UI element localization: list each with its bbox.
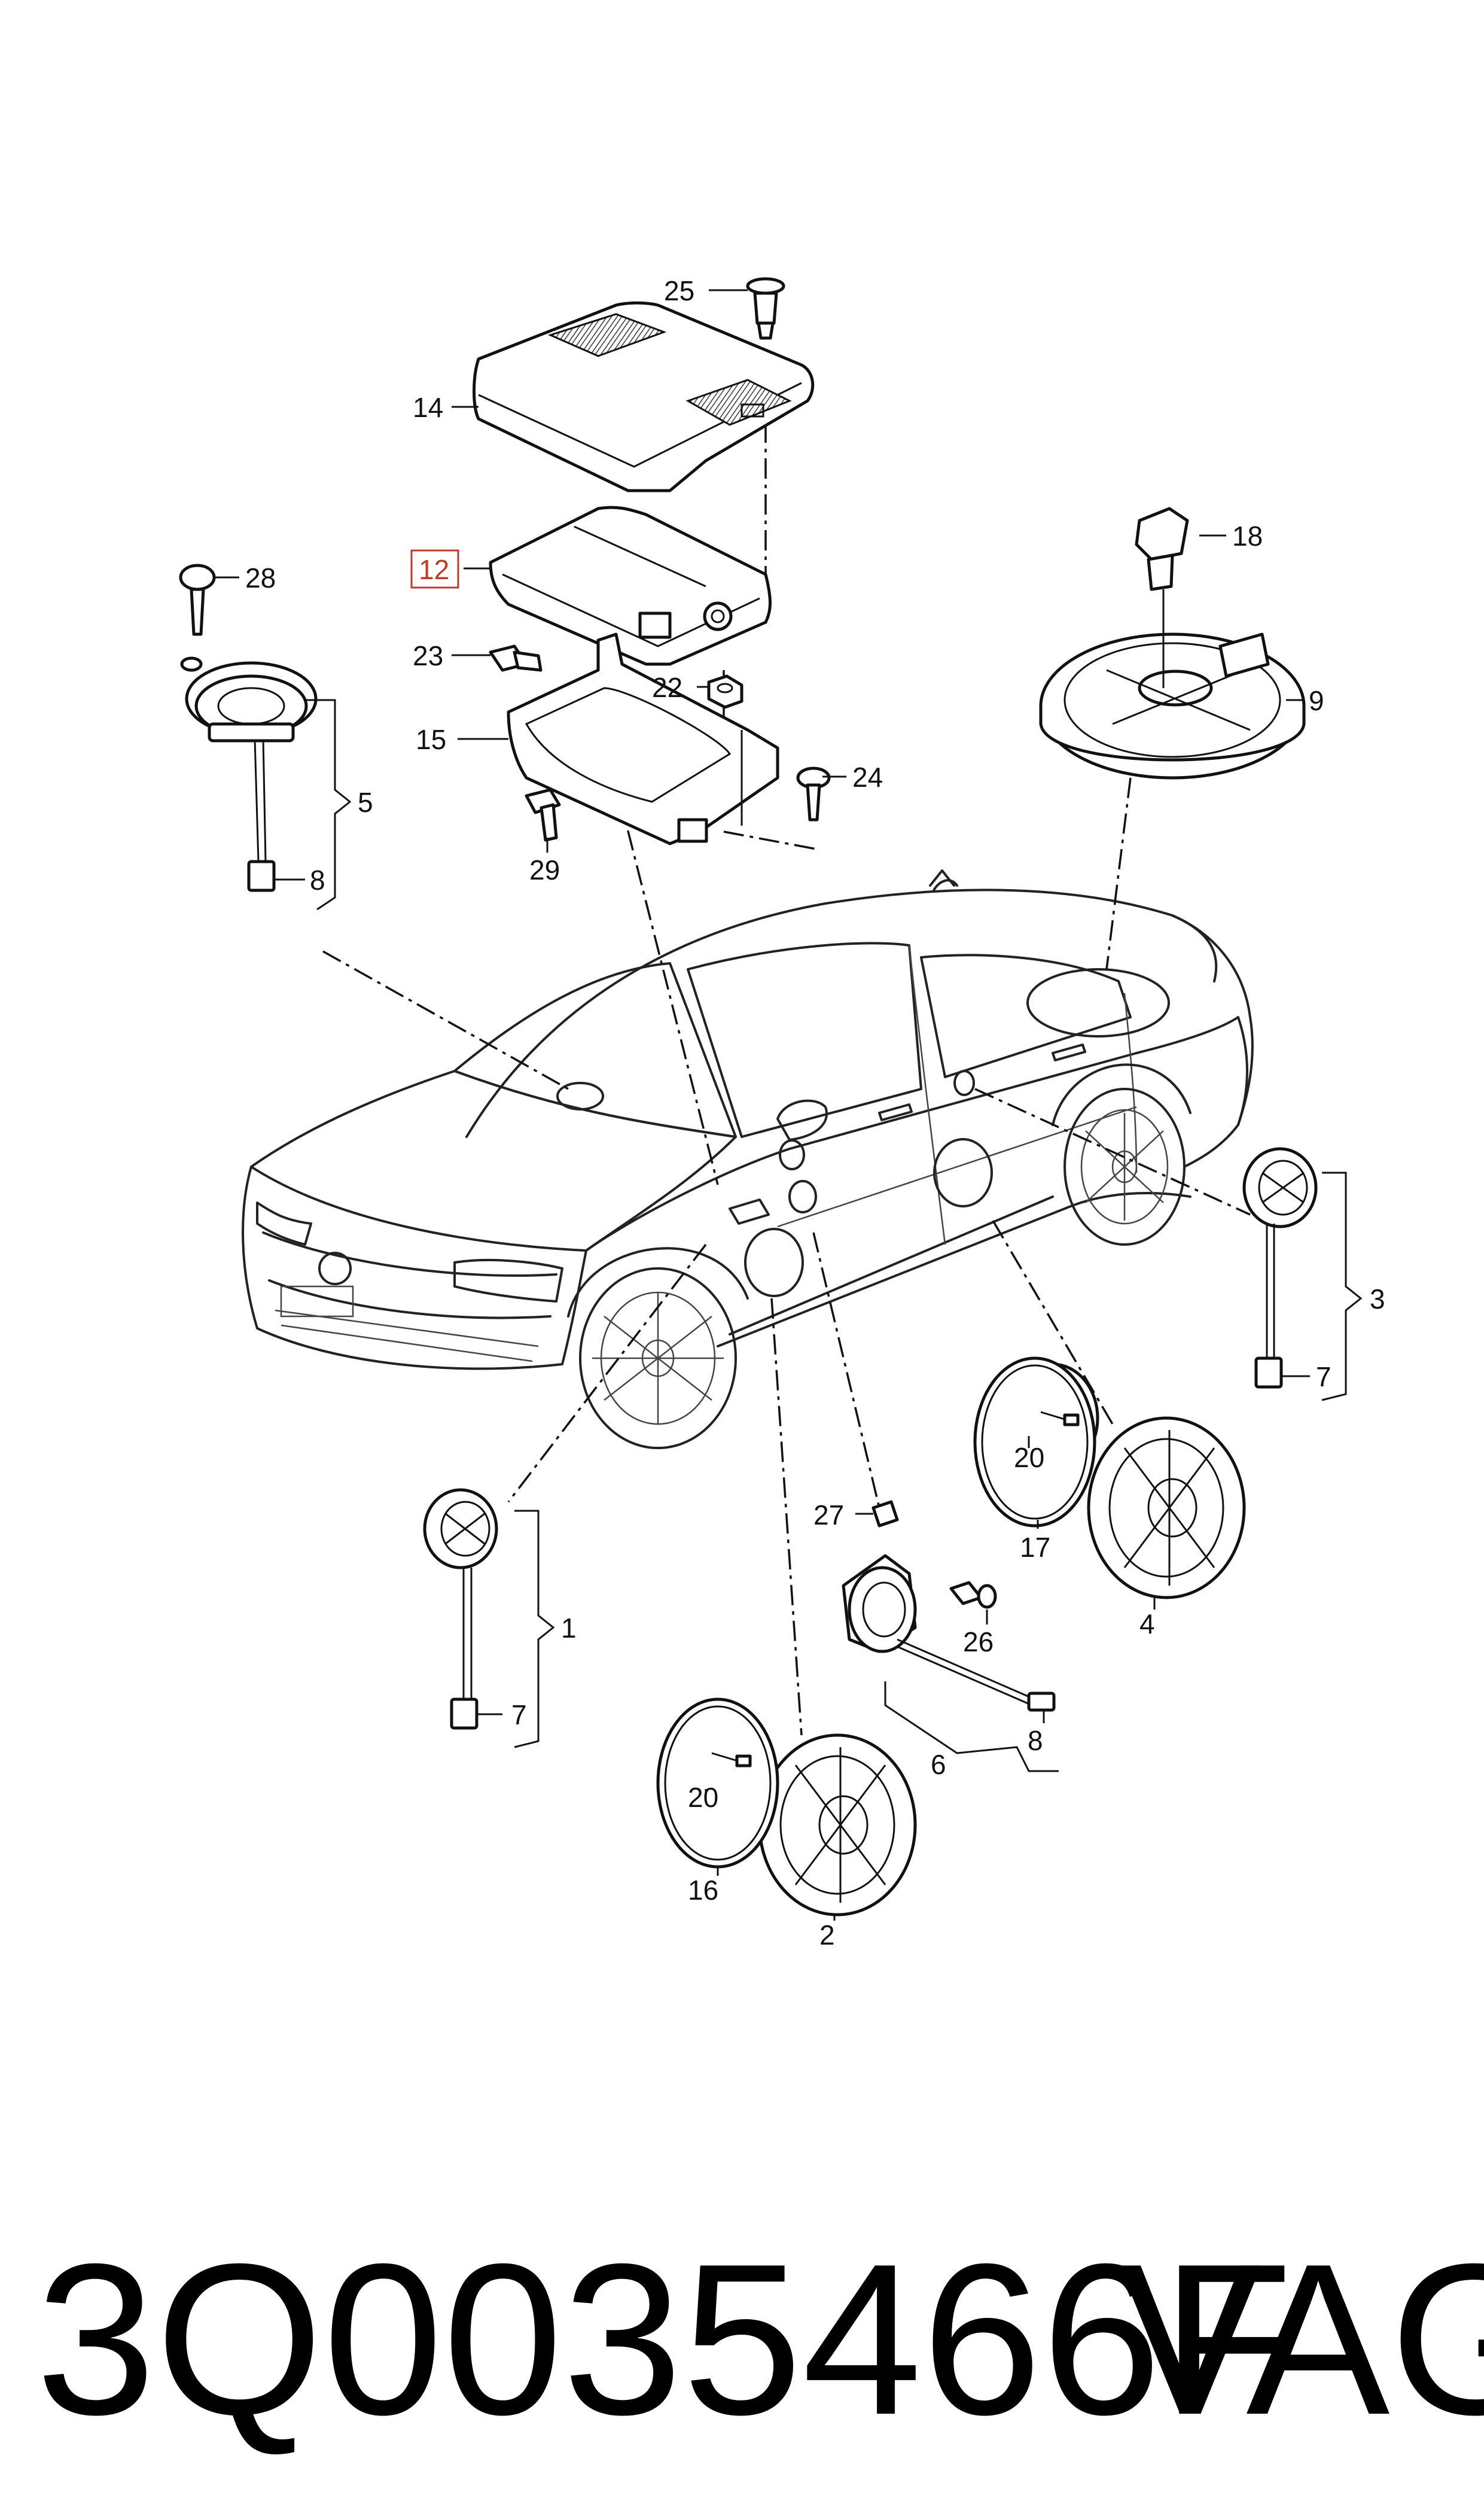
- callout-12-highlight-box: [410, 549, 459, 589]
- callout-8-top: 8: [310, 865, 325, 896]
- speaker-5: [180, 656, 318, 892]
- callout-17: 17: [1020, 1532, 1050, 1563]
- speaker-3: [1242, 1147, 1318, 1389]
- screw-20-front: [711, 1752, 752, 1767]
- callout-18: 18: [1232, 521, 1263, 552]
- group-braces: [305, 699, 1363, 1772]
- car-body-outline: [242, 869, 1254, 1449]
- part-number-caption: 3Q0035466F: [36, 2219, 1293, 2460]
- screw-26: [949, 1581, 997, 1609]
- callout-3: 3: [1370, 1283, 1385, 1315]
- callout-leaders: [215, 289, 1310, 1921]
- bolt-23: [489, 644, 543, 672]
- screw-28: [179, 564, 216, 636]
- cover-14: [473, 301, 815, 492]
- screw-24: [796, 766, 831, 822]
- callout-12: 12: [419, 554, 449, 585]
- clip-27: [871, 1500, 899, 1528]
- callout-26: 26: [963, 1626, 994, 1657]
- callout-8-bottom: 8: [1028, 1725, 1043, 1756]
- brand-caption: VAG: [1119, 2219, 1484, 2460]
- clip-25: [746, 277, 785, 340]
- callout-14: 14: [413, 392, 443, 423]
- car-speaker-locations: [556, 968, 1170, 1297]
- amplifier-12: [489, 506, 772, 666]
- callout-5: 5: [358, 787, 373, 818]
- callout-22: 22: [652, 672, 682, 703]
- connector-18: [1135, 507, 1189, 688]
- bracket-15: [507, 632, 779, 845]
- subwoofer-9: [1039, 632, 1306, 780]
- callout-labels: 25 14 12 23 15 22 24 29 28 5 8 18 9 3 7 …: [245, 275, 1385, 1951]
- bolt-29: [525, 788, 561, 842]
- speaker-1: [423, 1488, 498, 1730]
- callout-27: 27: [813, 1499, 844, 1531]
- speaker-2: [758, 1733, 917, 1916]
- speaker-6: [842, 1554, 1056, 1712]
- callout-15: 15: [416, 724, 446, 755]
- callout-4: 4: [1139, 1608, 1155, 1639]
- ring-17: [973, 1356, 1096, 1528]
- nut-22: [707, 674, 743, 709]
- callout-7-right: 7: [1316, 1361, 1331, 1392]
- callout-28: 28: [245, 562, 276, 594]
- callout-20-rear: 20: [1014, 1442, 1044, 1473]
- callout-24: 24: [852, 762, 883, 793]
- callout-2: 2: [819, 1919, 835, 1951]
- screw-20-rear: [1040, 1411, 1080, 1426]
- callout-23: 23: [413, 640, 443, 671]
- callout-1: 1: [561, 1613, 577, 1644]
- callout-7-left: 7: [511, 1699, 527, 1730]
- ring-16: [656, 1697, 779, 1869]
- callout-25: 25: [664, 275, 694, 306]
- callout-9: 9: [1309, 685, 1324, 716]
- callout-20-front: 20: [688, 1782, 718, 1813]
- callout-16: 16: [688, 1875, 718, 1906]
- callout-29: 29: [529, 854, 560, 886]
- callout-6: 6: [931, 1749, 946, 1780]
